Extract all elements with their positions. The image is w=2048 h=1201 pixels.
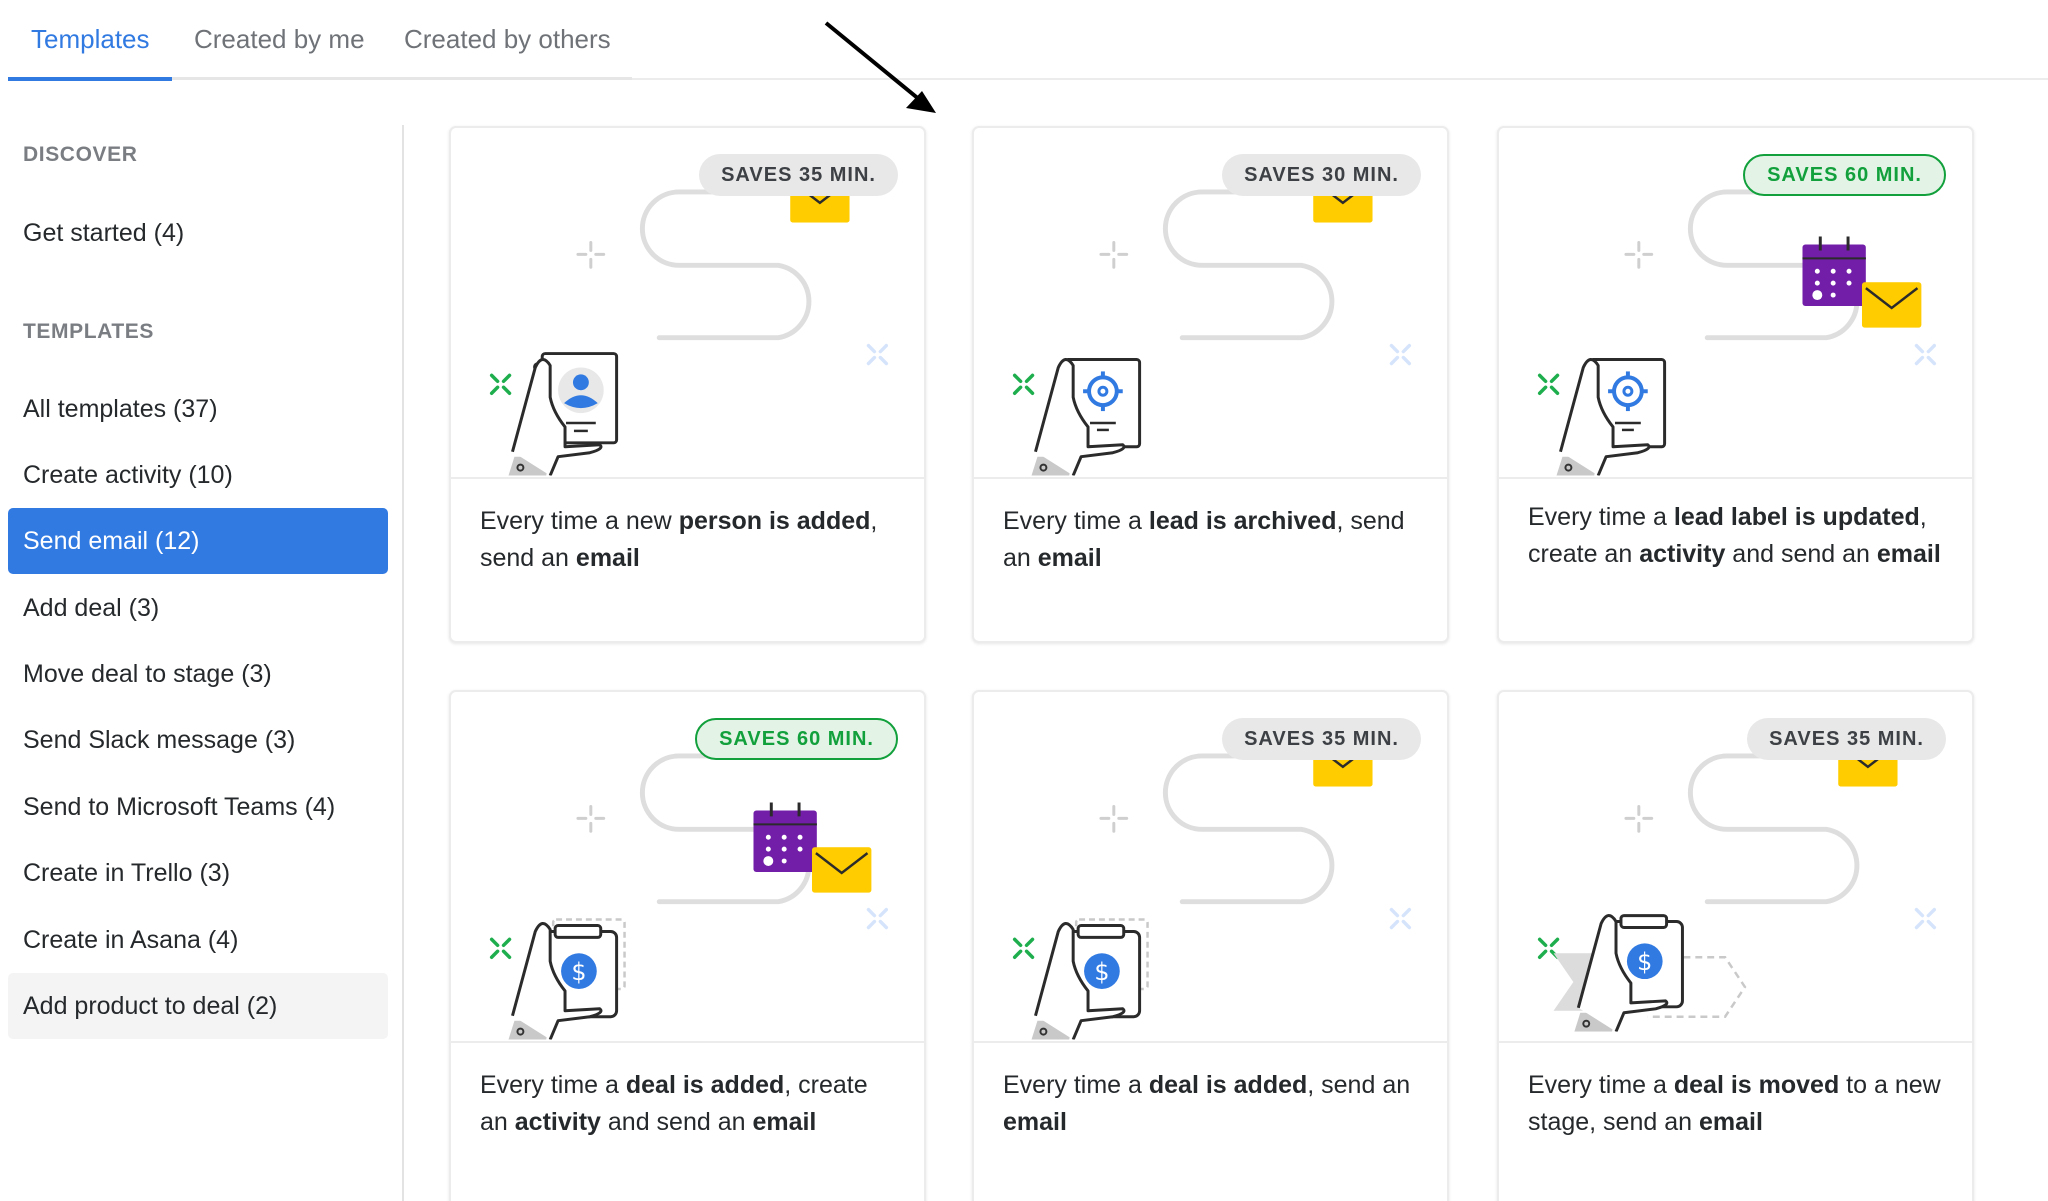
calendar-icon	[1800, 237, 1867, 306]
template-illustration: $	[974, 692, 1447, 1041]
sidebar-item-add-product-to-deal[interactable]: Add product to deal (2)	[8, 973, 388, 1039]
calendar-icon	[751, 803, 818, 872]
time-saved-badge: SAVES 35 MIN.	[1747, 718, 1946, 760]
svg-text:$: $	[571, 958, 586, 986]
template-illustration: $	[451, 692, 924, 1041]
time-saved-badge: SAVES 60 MIN.	[1743, 154, 1946, 196]
template-illustration	[451, 128, 924, 477]
template-description: Every time a deal is added, send an emai…	[1003, 1071, 1411, 1136]
time-saved-badge: SAVES 35 MIN.	[1222, 718, 1421, 760]
template-description: Every time a deal is added, create an ac…	[480, 1071, 868, 1136]
template-card[interactable]: SAVES 60 MIN. Every time a lead label is…	[1497, 126, 1974, 643]
sidebar-divider	[402, 125, 404, 1201]
template-card[interactable]: $ SAVES 35 MIN. Every time a deal is mov…	[1497, 690, 1974, 1201]
active-tab-indicator	[8, 77, 172, 81]
sidebar-item-all-templates[interactable]: All templates (37)	[23, 394, 218, 423]
sidebar-item-get-started[interactable]: Get started (4)	[23, 218, 185, 247]
sidebar-item-create-activity[interactable]: Create activity (10)	[23, 460, 233, 489]
envelope-icon	[812, 847, 871, 893]
template-card[interactable]: $ SAVES 35 MIN. Every time a deal is add…	[972, 690, 1449, 1201]
tab-templates[interactable]: Templates	[31, 24, 150, 54]
section-title-templates: TEMPLATES	[23, 320, 155, 343]
annotation-arrow-icon	[824, 21, 936, 113]
sidebar-item-send-slack-message[interactable]: Send Slack message (3)	[23, 725, 296, 754]
time-saved-badge: SAVES 60 MIN.	[695, 718, 898, 760]
template-description: Every time a lead is archived, send an e…	[1003, 507, 1405, 572]
tab-created-by-me[interactable]: Created by me	[194, 24, 365, 54]
tab-bar-baseline	[8, 77, 632, 80]
time-saved-badge: SAVES 35 MIN.	[699, 154, 898, 196]
sidebar-item-create-in-asana[interactable]: Create in Asana (4)	[23, 925, 239, 954]
template-description: Every time a new person is added, send a…	[480, 507, 878, 572]
svg-text:$: $	[1094, 958, 1109, 986]
sidebar-item-create-in-trello[interactable]: Create in Trello (3)	[23, 858, 231, 887]
envelope-icon	[1862, 282, 1921, 328]
card-divider	[974, 1041, 1447, 1043]
card-divider	[451, 1041, 924, 1043]
template-illustration: $	[1499, 692, 1972, 1041]
svg-text:$: $	[1637, 948, 1652, 976]
section-title-discover: DISCOVER	[23, 143, 138, 166]
template-description: Every time a lead label is updated, crea…	[1528, 503, 1941, 568]
template-card[interactable]: SAVES 30 MIN. Every time a lead is archi…	[972, 126, 1449, 643]
template-card[interactable]: $ SAVES 60 MIN. Every time a deal is add…	[449, 690, 926, 1201]
sidebar-item-send-email[interactable]: Send email (12)	[8, 508, 388, 574]
card-divider	[451, 477, 924, 479]
tab-bar: Templates Created by me Created by other…	[0, 0, 2048, 81]
template-illustration	[1499, 128, 1972, 477]
template-illustration	[974, 128, 1447, 477]
time-saved-badge: SAVES 30 MIN.	[1222, 154, 1421, 196]
template-card[interactable]: SAVES 35 MIN. Every time a new person is…	[449, 126, 926, 643]
tab-created-by-others[interactable]: Created by others	[404, 24, 611, 54]
header-divider	[632, 78, 2048, 80]
template-description: Every time a deal is moved to a new stag…	[1528, 1071, 1941, 1136]
sidebar-item-move-deal-to-stage[interactable]: Move deal to stage (3)	[23, 659, 272, 688]
sidebar-item-send-to-microsoft-teams[interactable]: Send to Microsoft Teams (4)	[23, 792, 336, 821]
card-divider	[1499, 1041, 1972, 1043]
sidebar-item-add-deal[interactable]: Add deal (3)	[23, 593, 160, 622]
card-divider	[974, 477, 1447, 479]
card-divider	[1499, 477, 1972, 479]
